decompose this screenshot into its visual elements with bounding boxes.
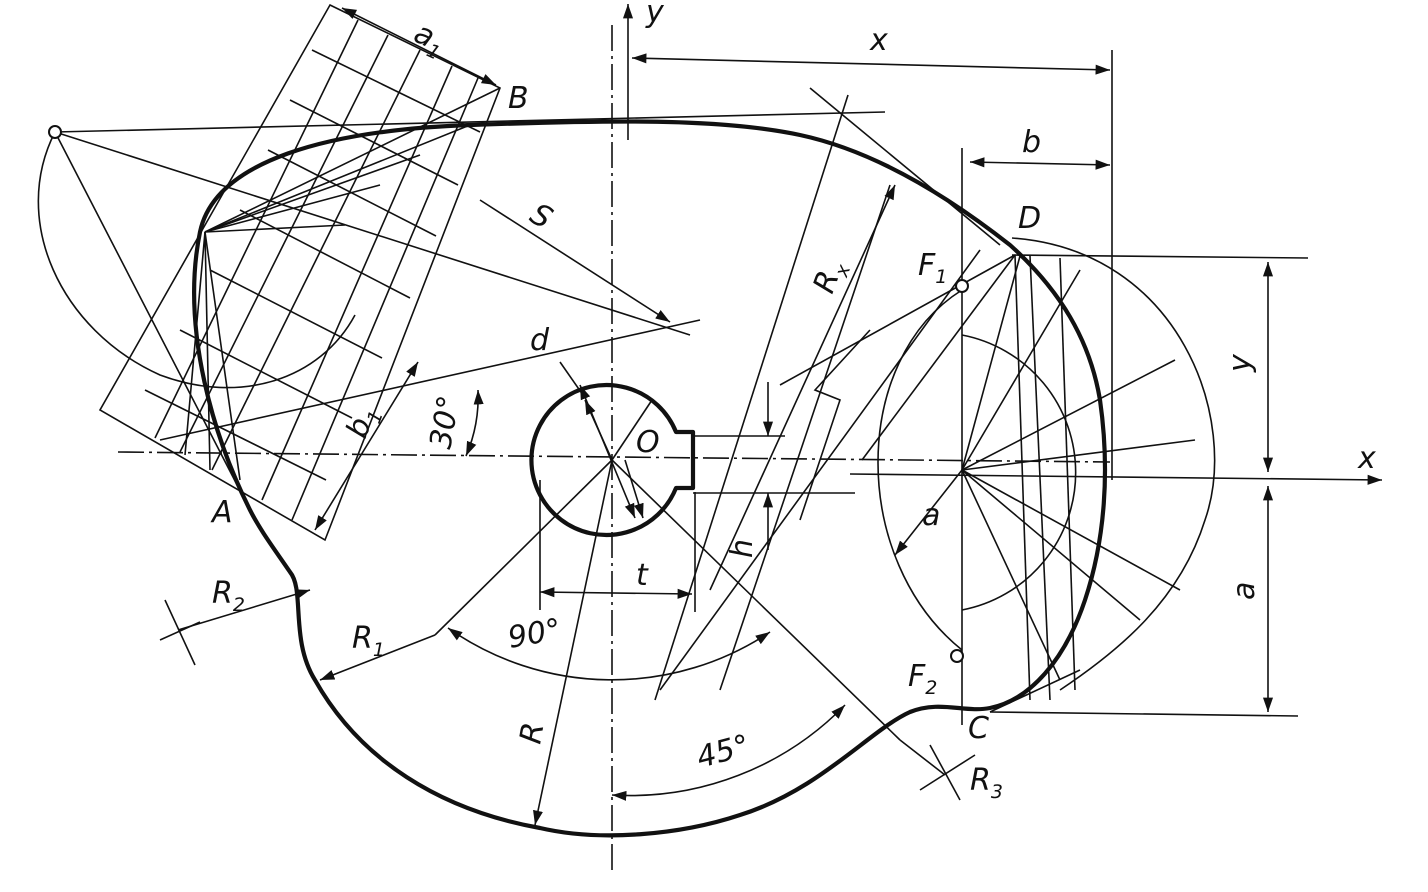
dimension-lines	[314, 7, 1274, 712]
label-dim-b: b	[1022, 125, 1041, 160]
x-axis-ellipse	[849, 473, 1383, 485]
label-dim-R1: R1	[352, 621, 385, 661]
label-dim-b1: b1	[340, 402, 388, 445]
label-angle-45: 45°	[693, 728, 753, 776]
label-point-B: B	[508, 81, 529, 116]
label-dim-y: y	[1223, 353, 1258, 373]
label-dim-a1: a1	[407, 16, 452, 65]
label-dim-a-right: a	[1227, 582, 1262, 600]
label-center-O: O	[636, 425, 660, 460]
label-dim-a-ellipse: a	[922, 498, 940, 533]
label-x-axis: x	[1357, 441, 1376, 476]
label-dim-R: R	[513, 720, 551, 747]
grid-construction	[37, 3, 886, 542]
label-dim-R2: R2	[212, 576, 245, 616]
label-point-F2: F2	[908, 659, 937, 699]
label-dim-x: x	[869, 23, 888, 58]
label-point-C: C	[968, 711, 989, 746]
cam-profile-outline	[192, 119, 1108, 838]
label-dim-h: h	[725, 539, 760, 558]
radii-and-arcs	[159, 361, 976, 826]
rx-construction	[654, 87, 1001, 701]
label-angle-30: 30°	[423, 393, 467, 451]
label-point-D: D	[1018, 201, 1041, 236]
label-dim-S: S	[524, 197, 558, 237]
label-dim-R3: R3	[970, 763, 1003, 803]
ellipse-construction	[779, 50, 1309, 725]
label-point-F1: F1	[918, 248, 947, 288]
label-dim-Rx: Rx	[807, 255, 856, 300]
label-point-A: A	[210, 495, 233, 530]
label-y-axis: y	[645, 0, 665, 30]
label-angle-90: 90°	[505, 612, 563, 656]
label-dim-t: t	[636, 558, 649, 593]
x-axis	[117, 451, 1111, 463]
label-dim-d: d	[530, 323, 550, 358]
